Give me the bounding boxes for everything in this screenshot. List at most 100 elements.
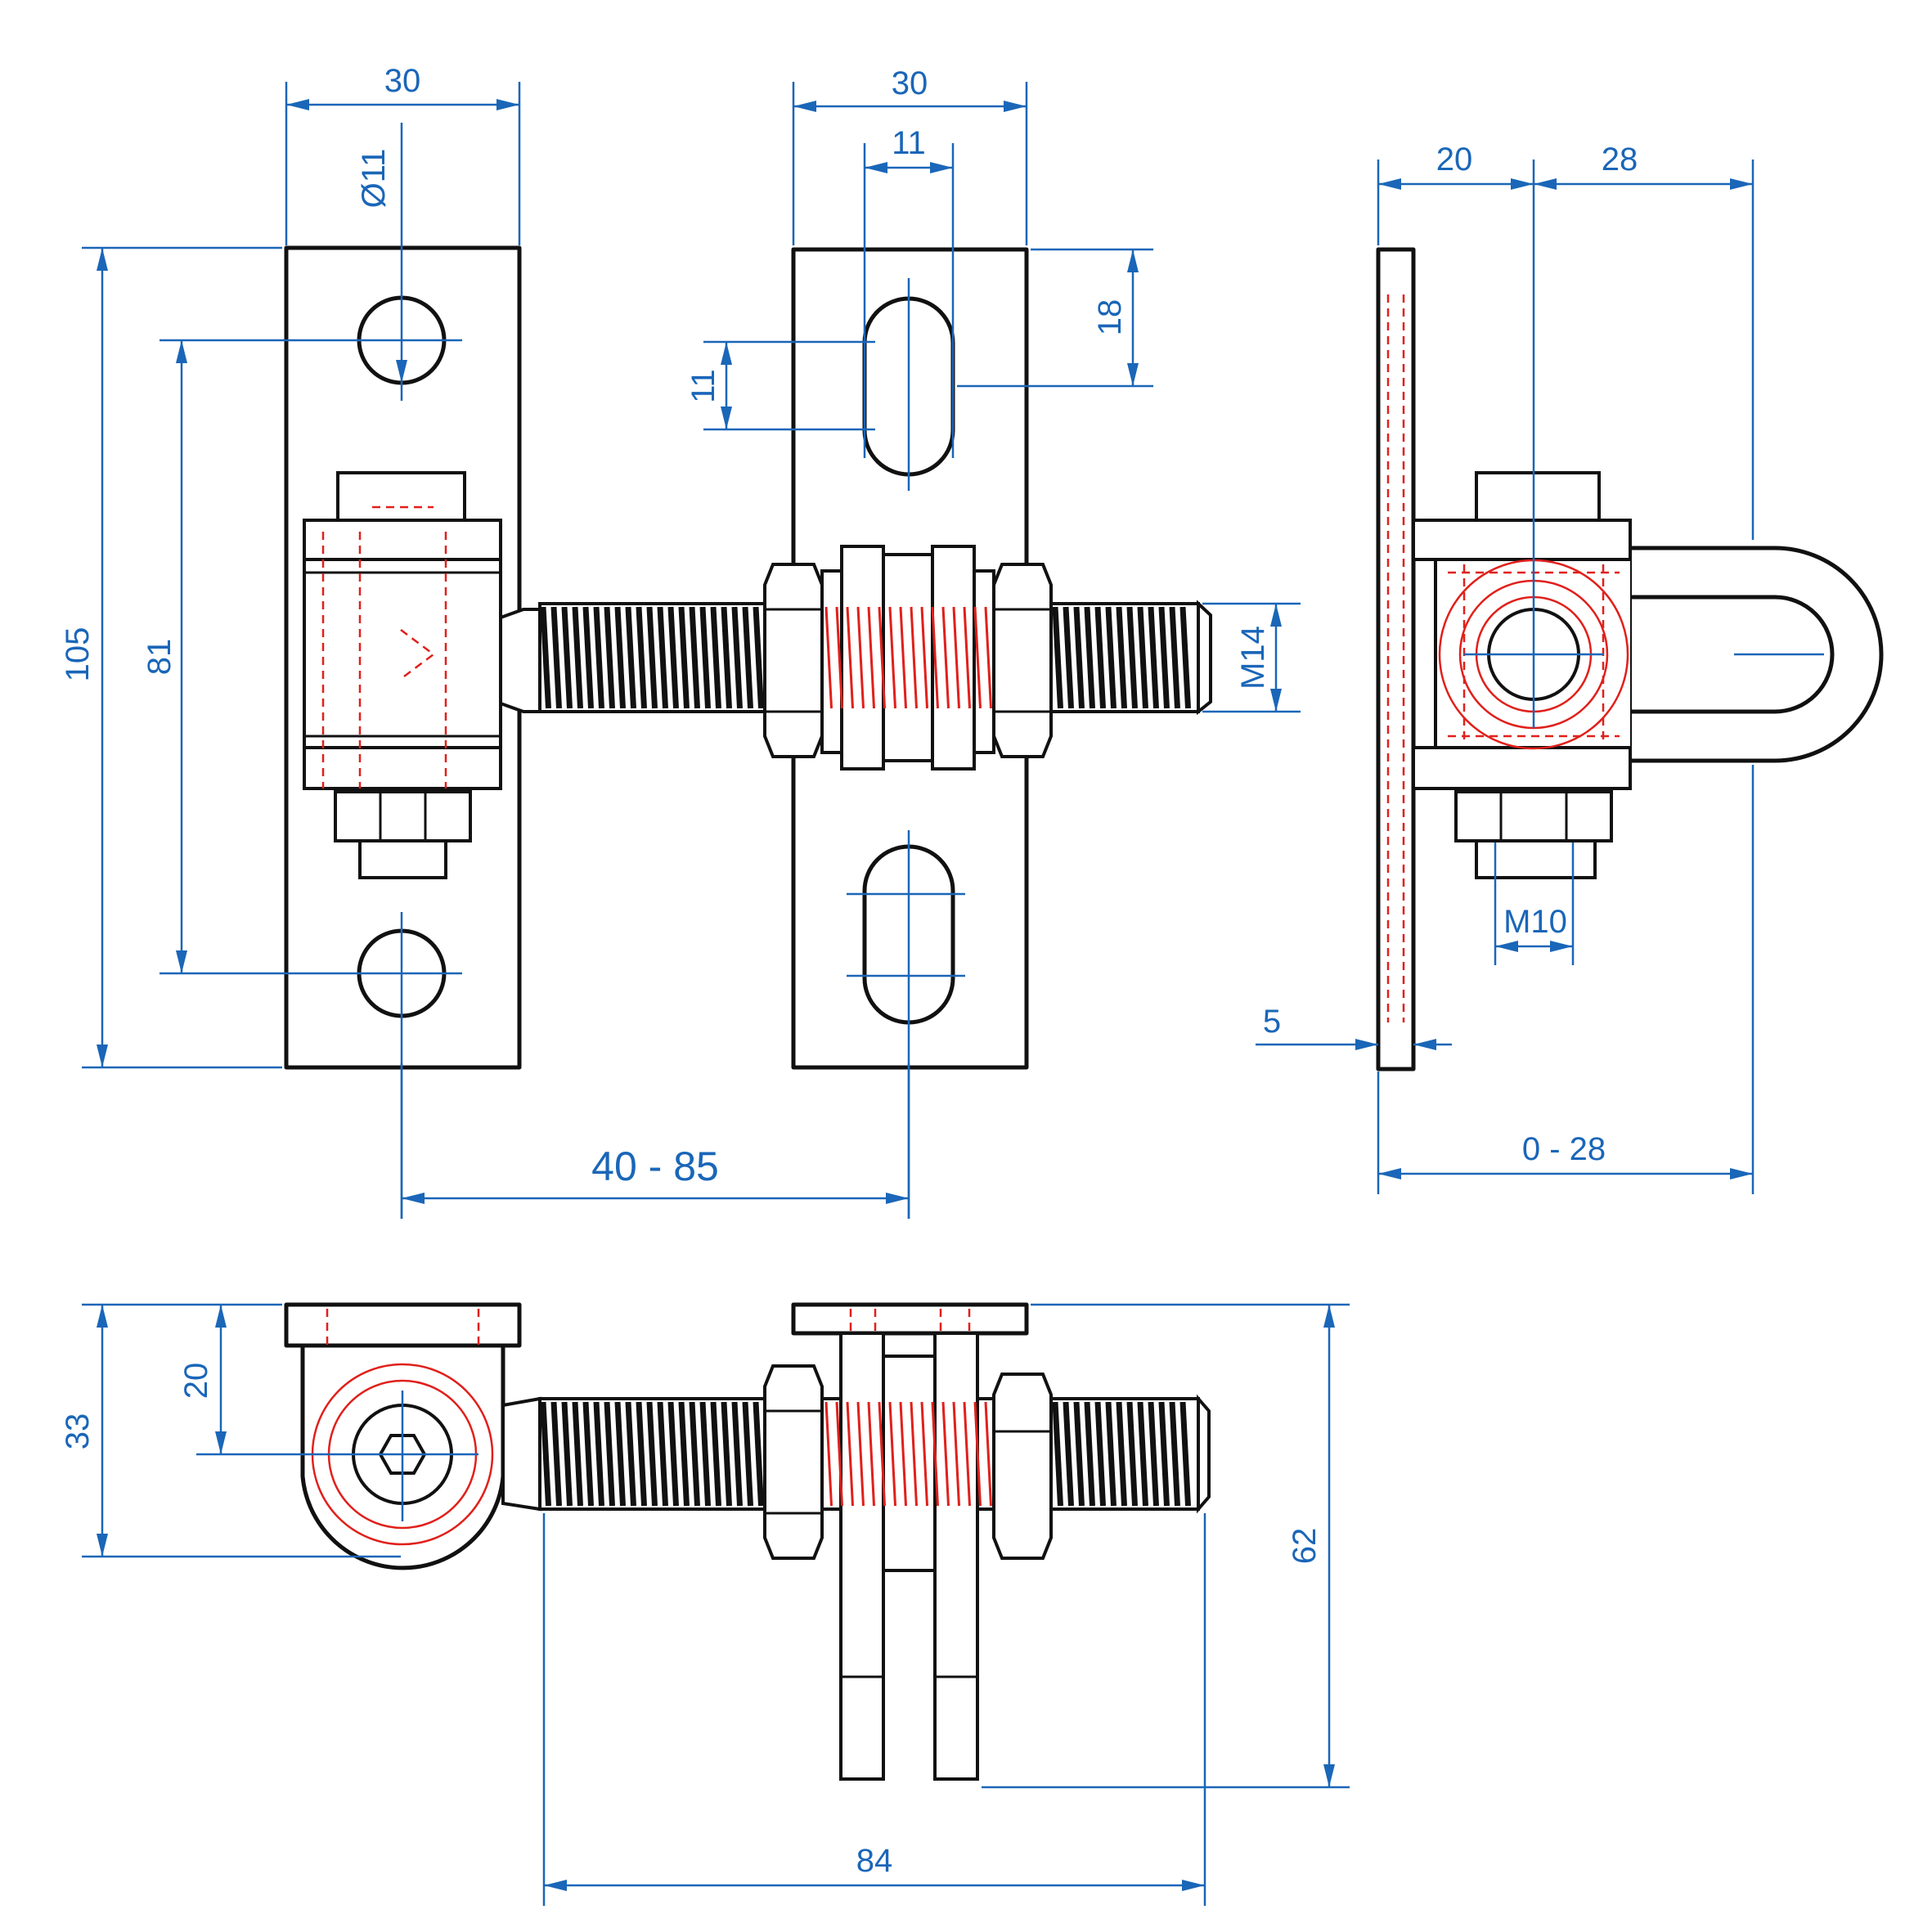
thread-line: [710, 606, 721, 709]
thread-line: [731, 606, 743, 709]
thread-line: [742, 1401, 753, 1507]
side-view: [1376, 247, 1884, 1072]
thread-line: [1073, 606, 1085, 709]
dim-slot-height: 11: [685, 369, 721, 403]
dim-nut-size: M10: [1503, 904, 1567, 940]
thread-line: [824, 606, 833, 709]
thread-line: [614, 606, 626, 709]
thread-line: [867, 606, 875, 709]
thread-line: [540, 606, 551, 709]
thread-line: [593, 1401, 604, 1507]
thread-line: [1105, 1401, 1117, 1507]
thread-line: [1137, 1401, 1148, 1507]
thread-line: [1094, 1401, 1106, 1507]
dim-slot-offset: 18: [1092, 299, 1128, 336]
thread-line: [941, 1401, 950, 1507]
thread-line: [593, 606, 604, 709]
thread-line: [952, 606, 960, 709]
thread-line: [1179, 606, 1191, 709]
thread-line: [678, 1401, 690, 1507]
thread-line: [899, 1401, 907, 1507]
thread-line: [1073, 1401, 1085, 1507]
dim-bottom-height: 33: [60, 1413, 96, 1450]
thread-line: [550, 606, 562, 709]
thread-line: [984, 606, 992, 709]
thread-line: [1126, 606, 1138, 709]
dimension-lines: [82, 82, 1755, 1906]
thread-line: [614, 1401, 626, 1507]
dimension-labels: 30 Ø11 105 81 30 11 11 18 M14 40 - 85 20…: [60, 63, 1638, 1879]
thread-line: [1179, 1401, 1191, 1507]
thread-line: [888, 606, 896, 709]
thread-line: [710, 1401, 721, 1507]
thread-line: [1084, 1401, 1095, 1507]
thread-line: [582, 1401, 594, 1507]
dim-plate2-width: 30: [892, 65, 928, 101]
thread-line: [699, 606, 711, 709]
thread-line: [867, 1401, 875, 1507]
thread-line: [973, 606, 982, 709]
dim-side-range: 0 - 28: [1522, 1131, 1606, 1167]
thread-line: [604, 606, 615, 709]
front-view-left-plate: [284, 245, 541, 1070]
thread-line: [540, 1401, 551, 1507]
thread-line: [1148, 1401, 1159, 1507]
thread-line: [646, 1401, 658, 1507]
thread-line: [689, 1401, 700, 1507]
dim-plate1-width: 30: [384, 63, 421, 99]
thread-line: [1126, 1401, 1138, 1507]
dim-bottom-depth: 62: [1287, 1528, 1323, 1565]
dim-side-left: 20: [1436, 142, 1473, 177]
thread-line: [941, 606, 950, 709]
thread-line: [689, 606, 700, 709]
dim-adjust-range: 40 - 85: [591, 1143, 719, 1189]
thread-line: [1063, 1401, 1074, 1507]
thread-line: [572, 606, 583, 709]
thread-line: [1084, 606, 1095, 709]
thread-line: [846, 606, 854, 709]
thread-line: [657, 1401, 668, 1507]
thread-line: [1052, 606, 1063, 709]
thread-line: [753, 606, 764, 709]
thread-line: [1158, 606, 1170, 709]
thread-line: [625, 606, 636, 709]
thread-line: [846, 1401, 854, 1507]
thread-line: [561, 606, 573, 709]
dim-plate1-height: 105: [60, 627, 96, 682]
dim-bottom-length: 84: [856, 1843, 893, 1879]
thread-line: [1052, 1401, 1063, 1507]
dim-hole-diameter: Ø11: [356, 149, 392, 209]
thread-line: [878, 1401, 886, 1507]
thread-line: [646, 606, 658, 709]
thread-line: [1158, 1401, 1170, 1507]
thread-line: [920, 1401, 928, 1507]
thread-line: [721, 606, 732, 709]
thread-line: [1148, 606, 1159, 709]
thread-line: [973, 1401, 982, 1507]
thread-line: [952, 1401, 960, 1507]
thread-line: [731, 1401, 743, 1507]
thread-line: [963, 1401, 971, 1507]
dim-slot-width: 11: [892, 125, 926, 161]
bottom-view: [284, 1302, 1211, 1781]
thread-line: [910, 606, 918, 709]
thread-line: [657, 606, 668, 709]
thread-line: [667, 1401, 679, 1507]
thread-line: [888, 1401, 896, 1507]
thread-line: [910, 1401, 918, 1507]
thread-line: [678, 606, 690, 709]
thread-line: [1094, 606, 1106, 709]
thread-line: [824, 1401, 833, 1507]
thread-line: [699, 1401, 711, 1507]
thread-line: [963, 606, 971, 709]
thread-line: [856, 606, 865, 709]
thread-line: [856, 1401, 865, 1507]
thread-line: [561, 1401, 573, 1507]
thread-line: [667, 606, 679, 709]
dim-hole-spacing: 81: [142, 639, 177, 676]
thread-line: [899, 606, 907, 709]
thread-line: [721, 1401, 732, 1507]
thread-line: [550, 1401, 562, 1507]
thread-line: [878, 606, 886, 709]
thread-line: [1137, 606, 1148, 709]
